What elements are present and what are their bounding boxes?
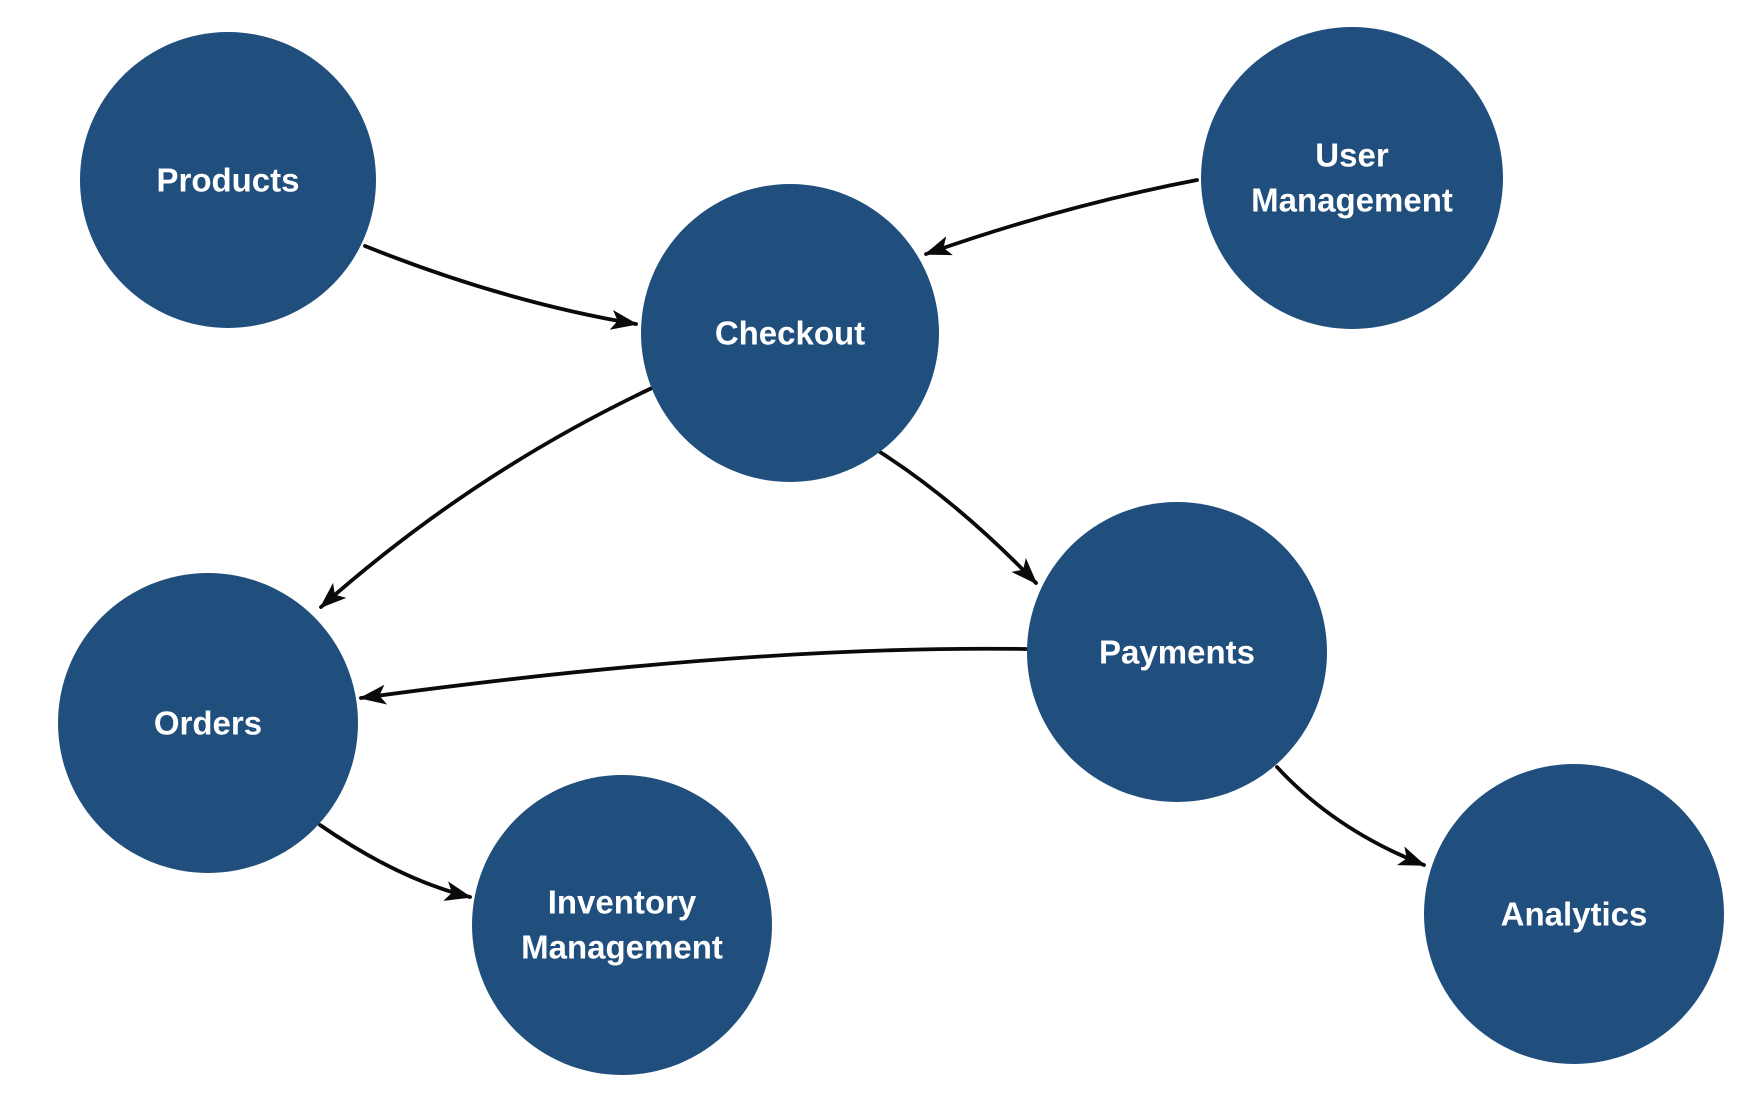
- edge-user-management-to-checkout: [924, 178, 1199, 256]
- node-analytics-circle[interactable]: [1424, 764, 1724, 1064]
- node-payments-circle[interactable]: [1027, 502, 1327, 802]
- node-payments[interactable]: Payments: [1027, 502, 1327, 802]
- edge-checkout-to-orders: [319, 386, 654, 609]
- edge-checkout-to-payments: [878, 450, 1038, 585]
- edges-layer: [318, 178, 1426, 901]
- node-orders-circle[interactable]: [58, 573, 358, 873]
- node-inventory-management-circle[interactable]: [472, 775, 772, 1075]
- node-checkout[interactable]: Checkout: [641, 184, 939, 482]
- node-user-management-circle[interactable]: [1201, 27, 1503, 329]
- node-analytics[interactable]: Analytics: [1424, 764, 1724, 1064]
- node-orders[interactable]: Orders: [58, 573, 358, 873]
- edge-payments-to-analytics: [1275, 765, 1426, 867]
- node-products[interactable]: Products: [80, 32, 376, 328]
- edge-products-to-checkout: [363, 244, 638, 330]
- edge-orders-to-inventory-management: [318, 823, 472, 901]
- node-products-circle[interactable]: [80, 32, 376, 328]
- edge-payments-to-orders: [359, 646, 1028, 705]
- node-checkout-circle[interactable]: [641, 184, 939, 482]
